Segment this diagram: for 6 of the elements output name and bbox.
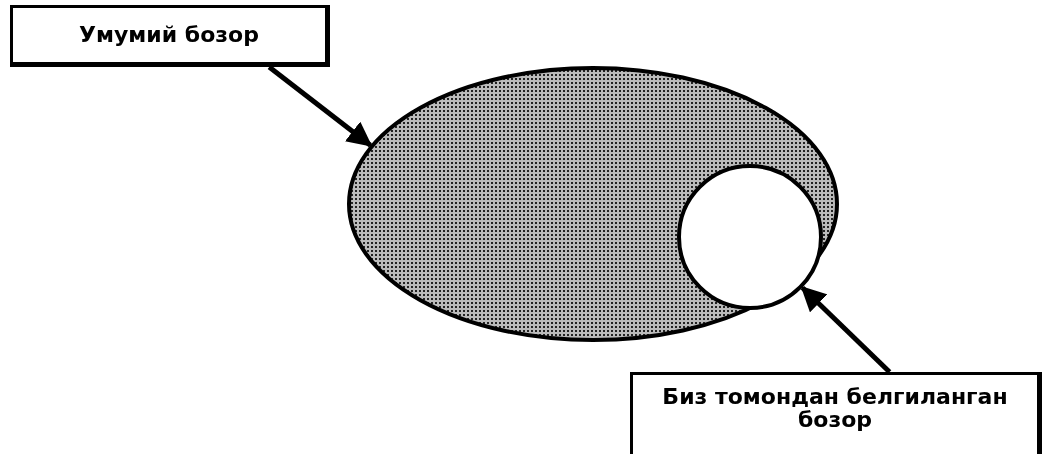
label-box: Биз томондан белгиланган бозор: [630, 372, 1042, 454]
arrow: [267, 65, 373, 148]
arrow: [800, 285, 892, 374]
label-box: Умумий бозор: [10, 5, 330, 67]
circle-shape: [677, 164, 823, 310]
ellipse-shape: [347, 66, 839, 342]
